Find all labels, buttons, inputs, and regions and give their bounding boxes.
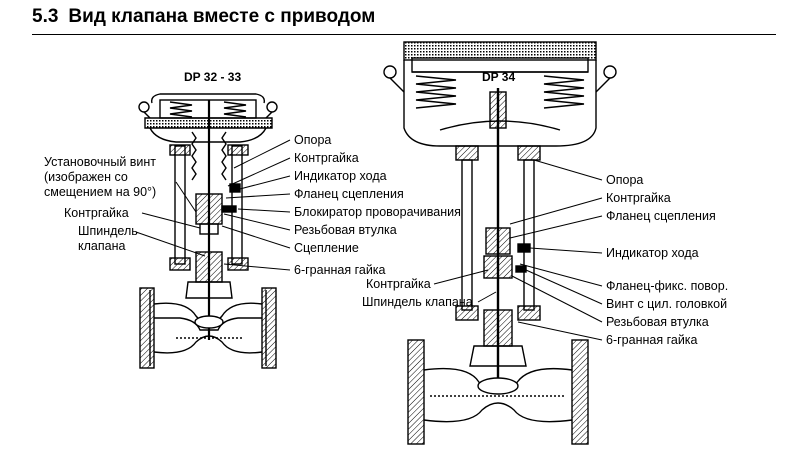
right-model-label: DP 34 bbox=[482, 70, 516, 84]
section-title: Вид клапана вместе с приводом bbox=[68, 6, 376, 27]
label-right-locknut-a: Контргайка bbox=[366, 277, 431, 291]
label-left-threaded-bushing: Резьбовая втулка bbox=[294, 223, 397, 237]
left-leader-lines bbox=[135, 139, 291, 271]
label-left-locknut-b: Контргайка bbox=[294, 151, 359, 165]
label-right-rotation-flange: Фланец-фикс. повор. bbox=[606, 279, 729, 293]
label-left-stroke-indicator: Индикатор хода bbox=[294, 169, 387, 183]
right-valve-drawing bbox=[383, 41, 617, 445]
left-valve-drawing bbox=[135, 93, 291, 369]
label-right-coupling-flange: Фланец сцепления bbox=[606, 209, 716, 223]
left-coupling bbox=[195, 183, 241, 235]
left-valve-body bbox=[139, 287, 277, 369]
left-yoke bbox=[169, 144, 249, 271]
right-actuator-housing bbox=[383, 41, 617, 147]
label-right-stroke-indicator: Индикатор хода bbox=[606, 246, 699, 260]
label-right-threaded-bushing: Резьбовая втулка bbox=[606, 315, 709, 329]
label-setscrew: Установочный винт (изображен со смещение… bbox=[44, 155, 157, 199]
label-left-locknut-a: Контргайка bbox=[64, 206, 129, 220]
label-left-coupling-flange: Фланец сцепления bbox=[294, 187, 404, 201]
section-heading: 5.3 Вид клапана вместе с приводом bbox=[32, 6, 375, 28]
left-bonnet bbox=[185, 251, 233, 299]
right-valve-body bbox=[407, 339, 589, 445]
label-right-support: Опора bbox=[606, 173, 644, 187]
label-left-coupling: Сцепление bbox=[294, 241, 359, 255]
label-left-support: Опора bbox=[294, 133, 332, 147]
right-bonnet bbox=[469, 309, 527, 367]
label-right-spindle: Шпиндель клапана bbox=[362, 295, 473, 309]
label-left-anti-rotation: Блокиратор проворачивания bbox=[294, 205, 461, 219]
right-leader-lines bbox=[433, 159, 603, 341]
label-left-hex-nut: 6-гранная гайка bbox=[294, 263, 386, 277]
heading-rule bbox=[32, 34, 776, 35]
section-number: 5.3 bbox=[32, 6, 59, 27]
label-right-hex-nut: 6-гранная гайка bbox=[606, 333, 698, 347]
right-coupling bbox=[483, 227, 531, 279]
left-model-label: DP 32 - 33 bbox=[184, 70, 242, 84]
label-right-locknut-b: Контргайка bbox=[606, 191, 671, 205]
label-left-spindle: Шпиндель клапана bbox=[78, 224, 138, 253]
label-right-cap-screw: Винт с цил. головкой bbox=[606, 297, 728, 311]
